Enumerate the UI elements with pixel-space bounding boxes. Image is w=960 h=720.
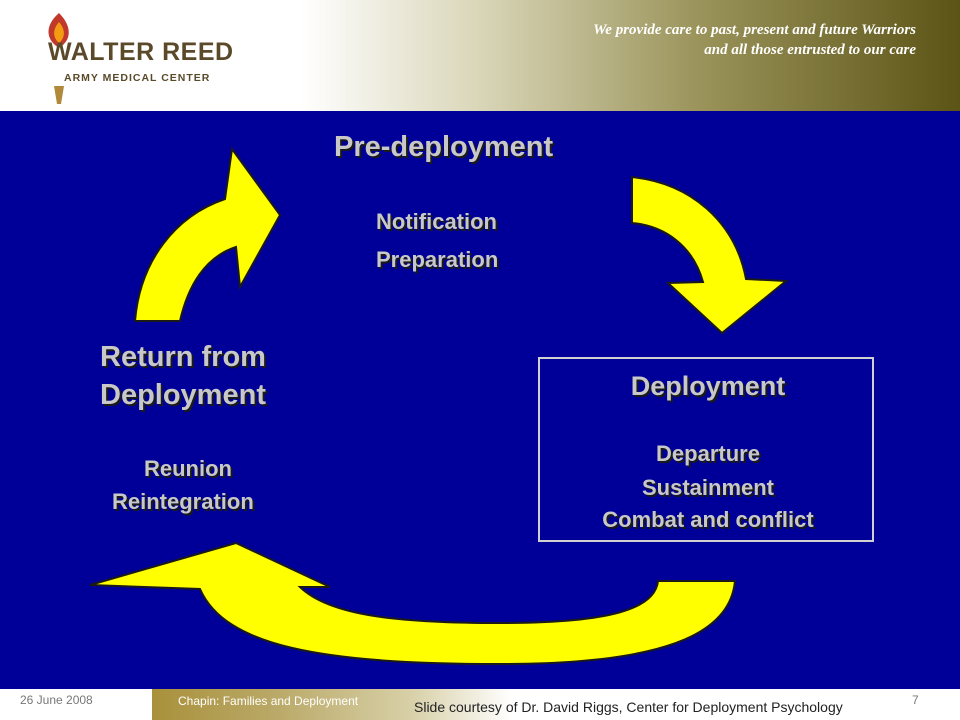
arrow-to-deployment	[631, 175, 789, 335]
pre-deployment-item: Preparation	[376, 247, 499, 272]
return-item: Reintegration	[112, 489, 254, 514]
slide-footer: 26 June 2008 Chapin: Families and Deploy…	[0, 689, 960, 720]
footer-band	[152, 689, 960, 720]
slide-header: WALTER REED ARMY MEDICAL CENTER We provi…	[0, 0, 960, 111]
deployment-title: Deployment	[630, 371, 786, 401]
deployment-box: Deployment Departure Sustainment Combat …	[538, 357, 874, 542]
logo-subtitle: ARMY MEDICAL CENTER	[64, 72, 211, 84]
return-item: Reunion	[144, 456, 232, 481]
deployment-cycle-diagram: Pre-deployment Notification Preparation …	[0, 111, 960, 689]
cycle-arrows	[89, 146, 789, 666]
walter-reed-logo	[48, 13, 69, 104]
deployment-item: Sustainment	[641, 475, 775, 500]
deployment-item: Combat and conflict	[602, 507, 814, 532]
return-title-line-1: Return from	[100, 341, 266, 373]
pre-deployment-item: Notification	[376, 209, 497, 234]
pre-deployment-title: Pre-deployment	[334, 131, 554, 163]
footer-presentation-title: Chapin: Families and Deployment	[178, 694, 359, 708]
page-number: 7	[912, 693, 919, 707]
arrow-to-return	[89, 541, 737, 666]
tagline-line-1: We provide care to past, present and fut…	[593, 22, 916, 38]
logo-title: WALTER REED	[48, 38, 234, 66]
footer-credit: Slide courtesy of Dr. David Riggs, Cente…	[414, 699, 843, 715]
footer-date: 26 June 2008	[20, 693, 93, 707]
tagline-line-2: and all those entrusted to our care	[704, 42, 916, 58]
torch-icon	[54, 86, 64, 104]
return-title-line-2: Deployment	[100, 379, 266, 411]
arrow-to-pre-deployment	[133, 146, 282, 322]
deployment-item: Departure	[656, 441, 760, 466]
